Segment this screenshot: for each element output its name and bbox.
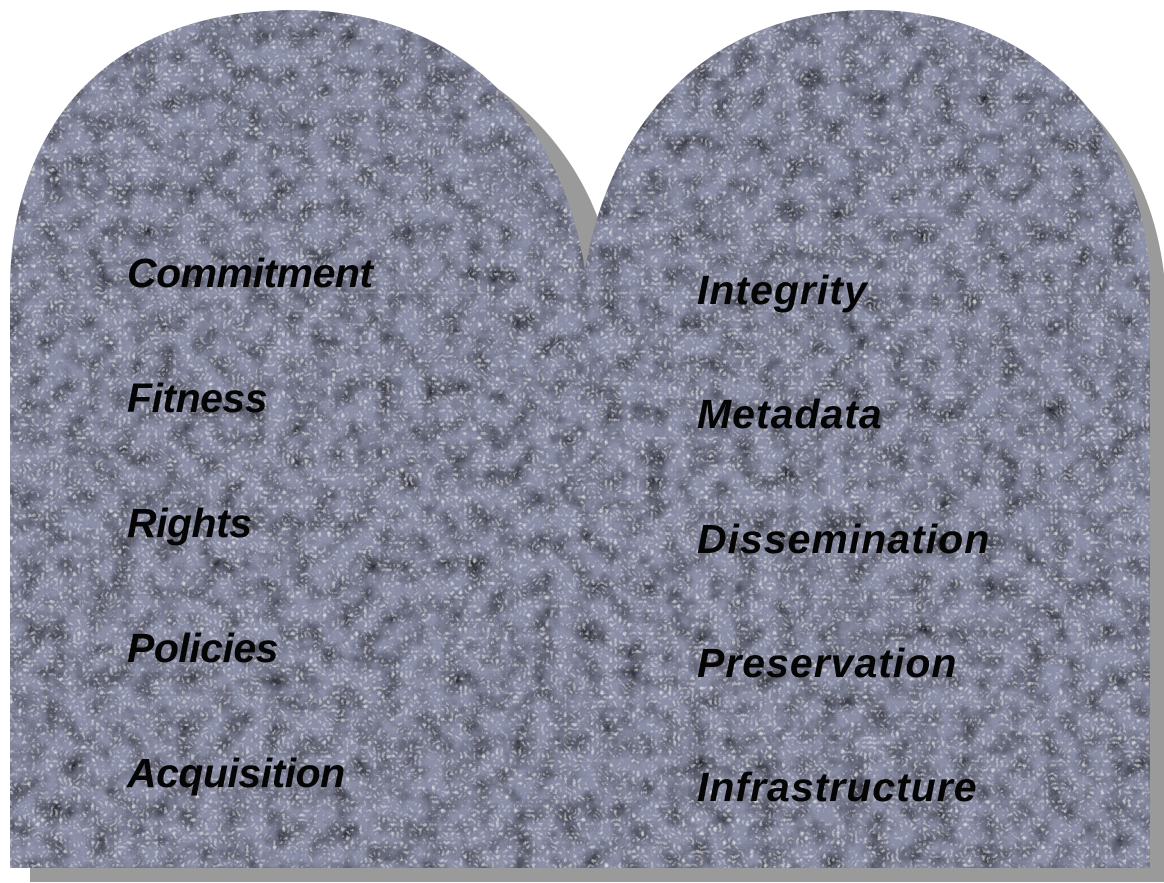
- left-tablet-item-4: Policies: [127, 625, 278, 671]
- left-tablet-item-5: Acquisition: [127, 750, 345, 796]
- right-tablet-item-1: Integrity: [697, 267, 868, 313]
- left-tablet-item-2: Fitness: [127, 375, 268, 421]
- right-tablet-item-4: Preservation: [697, 640, 958, 686]
- right-tablet-item-2: Metadata: [697, 391, 883, 437]
- right-tablet-item-3: Dissemination: [697, 516, 991, 562]
- right-tablet-item-5: Infrastructure: [697, 764, 978, 810]
- tablets-stone: [10, 10, 1150, 868]
- left-tablet-item-3: Rights: [127, 500, 252, 546]
- left-tablet-item-1: Commitment: [127, 250, 373, 296]
